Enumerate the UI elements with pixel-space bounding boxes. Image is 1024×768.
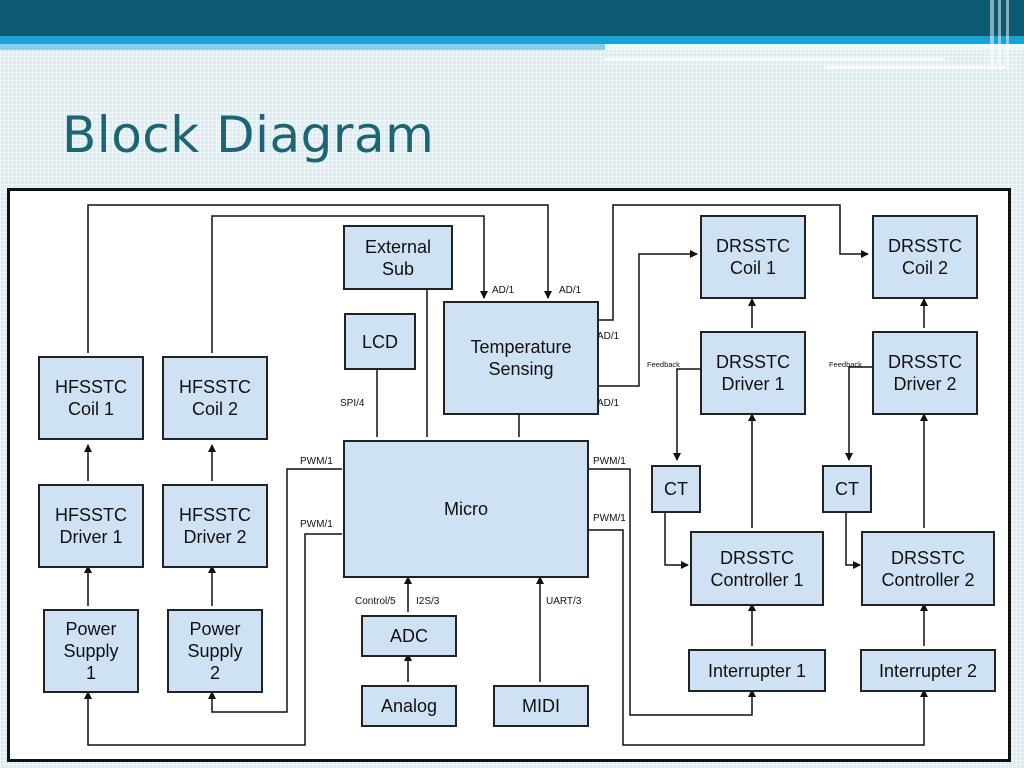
drsstc-coil-2-line1: DRSSTC (887, 236, 962, 256)
drsstc-driver-2-line1: DRSSTC (887, 352, 962, 372)
micro-block: Micro (343, 440, 589, 578)
block-diagram: HFSSTC Coil 1 HFSSTC Coil 2 HFSSTC Drive… (7, 188, 1011, 762)
ad1-label-right-upper: AD/1 (597, 331, 620, 342)
i2s3-label: I2S/3 (416, 596, 440, 607)
drsstc-driver-2-block: DRSSTC Driver 2 (872, 331, 978, 415)
drsstc-coil-1-line2: Coil 1 (729, 258, 777, 278)
hfsstc-driver-1-block: HFSSTC Driver 1 (38, 484, 144, 568)
ct-1-label: CT (664, 479, 688, 499)
ad1-label-top-right: AD/1 (559, 285, 582, 296)
drsstc-controller-1-block: DRSSTC Controller 1 (690, 531, 824, 606)
pwm1-label-right-upper: PWM/1 (593, 456, 626, 467)
interrupter-1-label: Interrupter 1 (707, 660, 807, 681)
interrupter-2-label: Interrupter 2 (878, 660, 978, 681)
drsstc-controller-1-line1: DRSSTC (719, 547, 794, 568)
lcd-label: LCD (361, 331, 398, 352)
power-supply-1-line2: Supply (63, 641, 119, 661)
drsstc-coil-1-block: DRSSTC Coil 1 (700, 215, 806, 299)
power-supply-1-line1: Power (65, 619, 117, 639)
header-bar (0, 0, 1024, 70)
ct-2-block: CT (822, 465, 872, 513)
ct-1-block: CT (651, 465, 701, 513)
ct-2-label: CT (835, 479, 859, 499)
adc-block: ADC (361, 615, 457, 657)
drsstc-driver-1-block: DRSSTC Driver 1 (700, 331, 806, 415)
temperature-sensing-block: Temperature Sensing (443, 301, 599, 415)
drsstc-coil-1-line1: DRSSTC (715, 236, 790, 256)
drsstc-driver-1-line2: Driver 1 (721, 374, 785, 394)
ad1-label-right-lower: AD/1 (597, 398, 620, 409)
ad1-label-top-left: AD/1 (492, 285, 515, 296)
hfsstc-coil-1-line2: Coil 1 (67, 399, 115, 419)
connection-lines (84, 204, 928, 746)
power-supply-1-block: Power Supply 1 (43, 609, 139, 693)
feedback-label-1: Feedback (647, 360, 680, 369)
drsstc-controller-2-line2: Controller 2 (881, 569, 975, 590)
lcd-block: LCD (344, 313, 416, 370)
hfsstc-driver-2-line2: Driver 2 (183, 527, 247, 547)
external-sub-block: External Sub (343, 225, 453, 290)
pwm1-label-right-lower: PWM/1 (593, 513, 626, 524)
hfsstc-coil-1-block: HFSSTC Coil 1 (38, 356, 144, 440)
external-sub-line2: Sub (381, 258, 415, 279)
power-supply-2-line3: 2 (209, 663, 220, 683)
adc-label: ADC (389, 626, 428, 646)
hfsstc-coil-2-block: HFSSTC Coil 2 (162, 356, 268, 440)
hfsstc-driver-1-line1: HFSSTC (55, 505, 127, 525)
drsstc-driver-2-line2: Driver 2 (893, 374, 957, 394)
power-supply-2-block: Power Supply 2 (167, 609, 263, 693)
drsstc-coil-2-block: DRSSTC Coil 2 (872, 215, 978, 299)
analog-block: Analog (361, 685, 457, 727)
interrupter-1-block: Interrupter 1 (688, 649, 826, 692)
midi-block: MIDI (493, 685, 589, 727)
drsstc-controller-2-line1: DRSSTC (890, 547, 965, 568)
external-sub-line1: External (364, 236, 432, 257)
feedback-label-2: Feedback (829, 360, 862, 369)
drsstc-controller-2-block: DRSSTC Controller 2 (861, 531, 995, 606)
hfsstc-coil-1-line1: HFSSTC (55, 377, 127, 397)
hfsstc-driver-2-line1: HFSSTC (179, 505, 251, 525)
drsstc-controller-1-line2: Controller 1 (710, 569, 804, 590)
analog-label: Analog (380, 696, 438, 716)
slide-title: Block Diagram (62, 106, 435, 164)
pwm1-label-left-lower: PWM/1 (300, 519, 333, 530)
hfsstc-coil-2-line2: Coil 2 (191, 399, 239, 419)
hfsstc-coil-2-line1: HFSSTC (179, 377, 251, 397)
micro-label: Micro (444, 499, 488, 519)
power-supply-1-line3: 1 (85, 663, 96, 683)
drsstc-driver-1-line1: DRSSTC (715, 352, 790, 372)
power-supply-2-line1: Power (189, 619, 241, 639)
power-supply-2-line2: Supply (187, 641, 243, 661)
temperature-sensing-line1: Temperature (470, 337, 572, 357)
pwm1-label-left-upper: PWM/1 (300, 456, 333, 467)
midi-label: MIDI (522, 696, 560, 716)
temperature-sensing-line2: Sensing (488, 359, 554, 379)
uart3-label: UART/3 (546, 596, 582, 607)
interrupter-2-block: Interrupter 2 (860, 649, 996, 692)
drsstc-coil-2-line2: Coil 2 (901, 258, 949, 278)
hfsstc-driver-1-line2: Driver 1 (59, 527, 123, 547)
hfsstc-driver-2-block: HFSSTC Driver 2 (162, 484, 268, 568)
spi4-label: SPI/4 (340, 398, 365, 409)
control5-label: Control/5 (355, 596, 396, 607)
